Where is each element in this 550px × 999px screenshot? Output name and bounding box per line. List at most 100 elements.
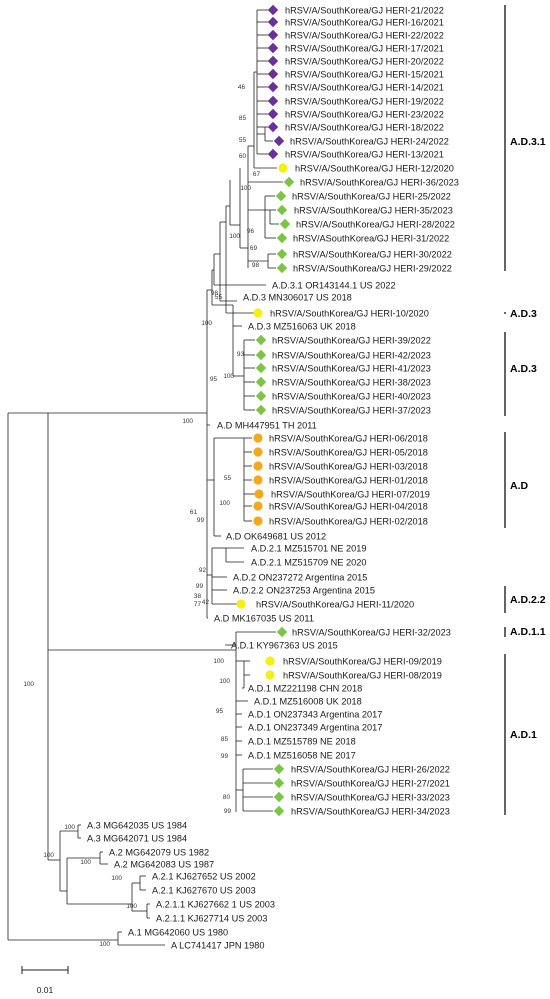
leaf-label: hRSV/A/SouthKorea/GJ HERI-09/2019 <box>283 656 442 666</box>
leaf-label: A.D MH447951 TH 2011 <box>217 420 317 430</box>
purple-diamond-marker <box>267 42 279 54</box>
leaf-label: hRSV/A/SouthKorea/GJ HERI-35/2023 <box>294 205 453 215</box>
leaf-label: hRSV/A/SouthKorea/GJ HERI-12/2020 <box>295 163 454 173</box>
bootstrap-value: 100 <box>99 941 110 948</box>
bootstrap-value: 100 <box>64 824 75 831</box>
bootstrap-value: 100 <box>126 903 137 910</box>
bootstrap-value: 100 <box>182 418 193 425</box>
green-diamond-marker <box>255 404 267 416</box>
green-diamond-marker <box>275 190 287 202</box>
leaf-label: hRSV/A/SouthKorea/GJ HERI-20/2022 <box>285 56 444 66</box>
bootstrap-value: 98 <box>252 262 260 269</box>
leaf-label: hRSV/A/SouthKorea/GJ HERI-29/2022 <box>293 263 452 273</box>
leaf-label: A.2.1 KJ627670 US 2003 <box>152 885 256 895</box>
bootstrap-value: 100 <box>213 658 224 665</box>
yellow-circle-marker <box>265 656 275 666</box>
leaf-label: hRSV/A/SouthKorea/GJ HERI-22/2022 <box>285 30 444 40</box>
bootstrap-value: 77 <box>194 601 202 608</box>
bootstrap-value: 96 <box>247 228 255 235</box>
bootstrap-value: 100 <box>219 500 230 507</box>
leaf-label: A.D.2.1 MZ515701 NE 2019 <box>251 543 366 553</box>
leaf-label: hRSV/A/SouthKorea/GJ HERI-38/2023 <box>272 377 431 387</box>
bootstrap-value: 100 <box>229 233 240 240</box>
green-diamond-marker <box>273 791 285 803</box>
purple-diamond-marker <box>267 121 279 133</box>
leaf-label: hRSV/A/SouthKorea/GJ HERI-25/2022 <box>292 191 451 201</box>
bootstrap-value: 95 <box>216 708 224 715</box>
leaf-label: A.1 MG642060 US 1980 <box>128 927 228 937</box>
orange-circle-marker <box>253 447 263 457</box>
leaf-label: A.D.2.1 MZ515709 NE 2020 <box>251 557 366 567</box>
leaf-label: hRSV/A/SouthKorea/GJ HERI-34/2023 <box>291 806 450 816</box>
bootstrap-value: 38 <box>194 593 202 600</box>
clade-label: A.D.1.1 <box>510 626 546 638</box>
bootstrap-value: 100 <box>80 859 91 866</box>
bootstrap-value: 99 <box>221 753 229 760</box>
leaf-label: hRSV/A/SouthKorea/GJ HERI-19/2022 <box>285 96 444 106</box>
green-diamond-marker <box>279 218 291 230</box>
leaf-label: hRSV/A/SouthKorea/GJ HERI-42/2023 <box>272 350 431 360</box>
clade-label: A.D.2.2 <box>510 594 546 606</box>
leaf-label: hRSV/A/SouthKorea/GJ HERI-40/2023 <box>272 391 431 401</box>
leaf-label: A.D MK167035 US 2011 <box>214 613 314 623</box>
leaf-label: A.D.1 MZ516058 NE 2017 <box>248 750 356 760</box>
leaf-label: hRSV/A/SouthKorea/GJ HERI-16/2021 <box>285 17 444 27</box>
clade-annotations: A.D.3.1A.D.3A.D.3A.DA.D.2.2A.D.1.1A.D.1 <box>504 5 546 815</box>
bootstrap-value: 55 <box>215 294 223 301</box>
leaf-label: hRSV/A/SouthKorea/GJ HERI-11/2020 <box>256 599 414 609</box>
leaf-label: hRSV/A/SouthKorea/GJ HERI-03/2018 <box>269 461 428 471</box>
leaf-label: A.D.2 ON237272 Argentina 2015 <box>233 572 367 582</box>
leaf-label: A.2.1 KJ627652 US 2002 <box>152 871 256 881</box>
leaf-label: hRSV/A/SouthKorea/GJ HERI-13/2021 <box>285 149 444 159</box>
bootstrap-value: 85 <box>221 736 229 743</box>
leaf-label: A.D.3 MN306017 US 2018 <box>243 292 352 302</box>
orange-circle-marker <box>253 461 263 471</box>
purple-diamond-marker <box>267 108 279 120</box>
leaf-label: hRSV/A/SouthKorea/GJ HERI-14/2021 <box>285 82 444 92</box>
leaf-label: hRSV/A/SouthKorea/GJ HERI-15/2021 <box>285 69 444 79</box>
leaf-label: A.D.2.2 ON237253 Argentina 2015 <box>233 585 375 595</box>
purple-diamond-marker <box>267 68 279 80</box>
green-diamond-marker <box>255 362 267 374</box>
leaf-label: A.3 MG642071 US 1984 <box>87 833 187 843</box>
green-diamond-marker <box>273 763 285 775</box>
orange-circle-marker <box>254 489 264 499</box>
clade-label: A.D.3 <box>510 308 537 320</box>
leaf-label: hRSV/A/SouthKorea/GJ HERI-24/2022 <box>290 136 449 146</box>
bootstrap-value: 55 <box>239 137 247 144</box>
leaf-label: hRSV/A/SouthKorea/GJ HERI-21/2022 <box>285 5 444 15</box>
bootstrap-value: 100 <box>201 320 212 327</box>
leaf-label: A.D.1 KY967363 US 2015 <box>231 640 338 650</box>
bootstrap-value: 92 <box>199 567 207 574</box>
purple-diamond-marker <box>267 81 279 93</box>
leaf-label: hRSV/A/SouthKorea/GJ HERI-36/2023 <box>300 177 459 187</box>
orange-circle-marker <box>253 475 263 485</box>
green-diamond-marker <box>255 349 267 361</box>
leaf-label: hRSV/ASouthKorea/GJ HERI-31/2022 <box>293 233 449 243</box>
leaf-label: A.D.1 MZ221198 CHN 2018 <box>248 683 362 693</box>
green-diamond-marker <box>255 390 267 402</box>
purple-diamond-marker <box>267 4 279 16</box>
bootstrap-value: 95 <box>210 376 218 383</box>
yellow-circle-marker <box>236 599 246 609</box>
leaf-label: hRSV/A/SouthKorea/GJ HERI-33/2023 <box>291 792 450 802</box>
green-diamond-marker <box>276 626 288 638</box>
leaf-label: A.D.1 MZ516008 UK 2018 <box>254 696 362 706</box>
leaf-label: hRSV/A/SouthKorea/GJ HERI-37/2023 <box>272 405 431 415</box>
green-diamond-marker <box>273 777 285 789</box>
purple-diamond-marker <box>273 135 285 147</box>
bootstrap-value: 60 <box>239 153 247 160</box>
leaf-label: hRSV/A/SouthKorea/GJ HERI-32/2023 <box>292 627 451 637</box>
bootstrap-value: 80 <box>223 794 231 801</box>
bootstrap-value: 99 <box>196 583 204 590</box>
green-diamond-marker <box>283 176 295 188</box>
leaf-label: hRSV/A/SouthKorea/GJ HERI-26/2022 <box>291 764 450 774</box>
purple-diamond-marker <box>267 16 279 28</box>
bootstrap-value: 85 <box>239 115 247 122</box>
green-diamond-marker <box>276 232 288 244</box>
bootstrap-value: 99 <box>224 808 232 815</box>
purple-diamond-marker <box>267 95 279 107</box>
leaf-labels: hRSV/A/SouthKorea/GJ HERI-21/2022 hRSV/A/… <box>87 5 459 950</box>
leaf-label: A.D.1 MZ515789 NE 2018 <box>248 736 356 746</box>
